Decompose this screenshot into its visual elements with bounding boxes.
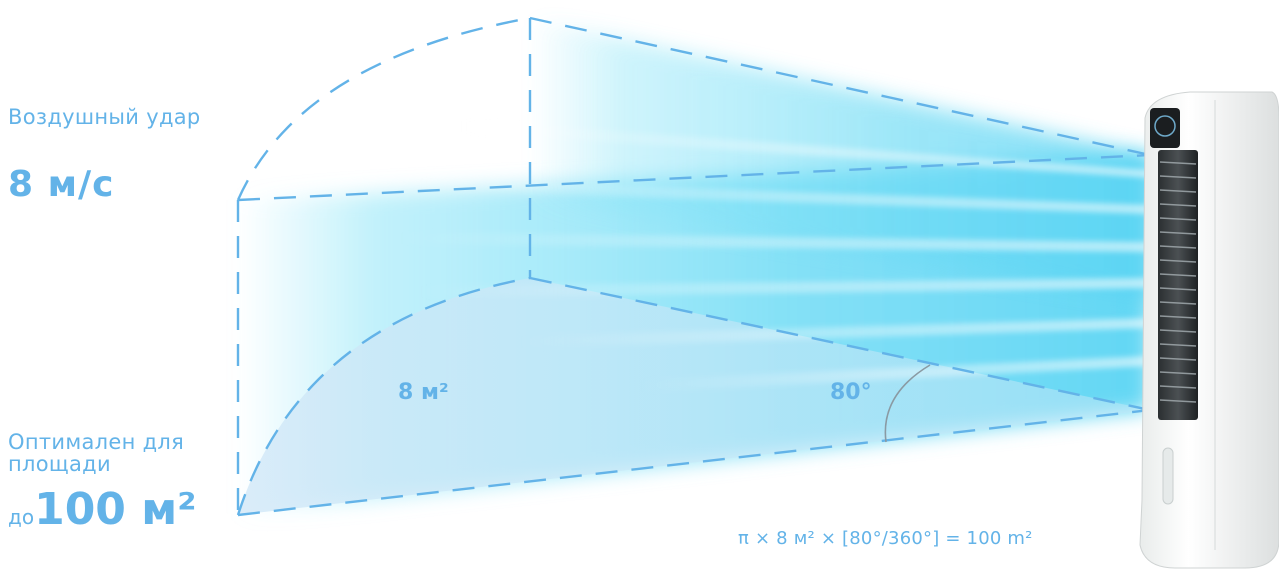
area-value-group: до100 м² xyxy=(8,488,196,532)
area-prefix: до xyxy=(8,505,35,529)
angle-arc xyxy=(884,364,931,443)
area-formula: π × 8 м² × [80°/360°] = 100 m² xyxy=(738,528,1033,549)
airflow-volume xyxy=(238,18,1150,515)
area-label: Оптимален для площади xyxy=(8,430,185,476)
cone-angle-label: 80° xyxy=(830,380,872,405)
air-throw-value: 8 м/с xyxy=(8,164,115,205)
dashed-outline xyxy=(236,16,1151,517)
tower-fan-icon xyxy=(1139,91,1279,569)
cone-area-label: 8 м² xyxy=(398,380,449,405)
air-throw-label: Воздушный удар xyxy=(8,105,201,129)
area-value: 100 м² xyxy=(34,484,197,535)
